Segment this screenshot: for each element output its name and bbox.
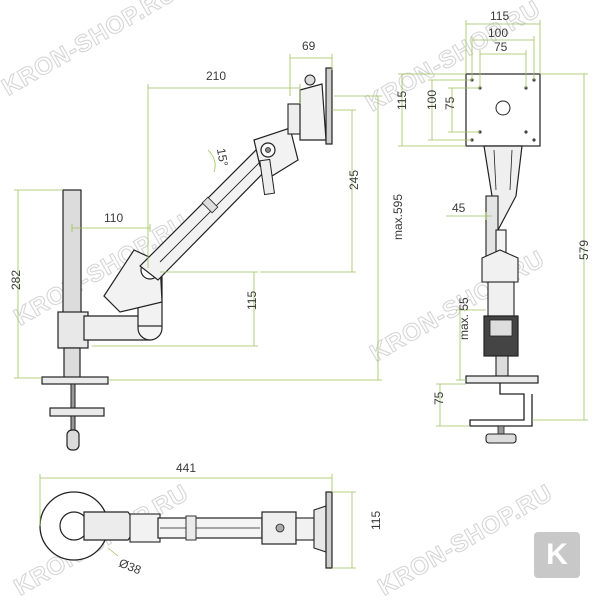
side-pole: [62, 189, 82, 319]
top-view: [39, 491, 333, 569]
top-head-bracket: [295, 517, 315, 541]
front-view-labels: 115 100 75 115 100 75 45 579 max. 55 75: [395, 9, 591, 405]
dim-top-plate-height: 115: [369, 511, 383, 530]
brand-logo: K: [534, 532, 580, 578]
top-head-mount: [313, 505, 327, 553]
front-arm-column: [483, 145, 523, 232]
dim-column-width: 45: [452, 201, 466, 215]
dim-arm-reach: 210: [206, 69, 226, 83]
top-cable-clip: [185, 515, 197, 541]
dim-pole-diameter: Ø38: [117, 556, 144, 578]
top-view-dimensions: [39, 474, 356, 569]
front-riser: [487, 281, 515, 317]
dim-arm-angle: 15°: [214, 147, 231, 168]
side-view: [41, 67, 333, 451]
front-clamp-arm: [469, 383, 533, 427]
dim-upper-height: 245: [347, 170, 361, 190]
side-pole-stem: [63, 347, 81, 379]
front-elbow: [481, 249, 519, 283]
side-clamp-bar: [49, 407, 105, 417]
dim-plate-height: 115: [395, 91, 409, 110]
side-view-dimensions: [14, 54, 382, 381]
front-clamp-knob: [485, 433, 517, 444]
front-vesa-hole-br2: [524, 130, 528, 134]
dim-vesa-100-vertical: 100: [425, 90, 439, 110]
brand-logo-letter: K: [546, 538, 568, 571]
side-vesa-plate: [325, 67, 333, 145]
top-riser: [129, 513, 161, 543]
dim-top-offset: 69: [302, 39, 316, 53]
dim-pole-height: 282: [9, 270, 23, 290]
side-cable-clip: [201, 196, 219, 214]
front-view: [465, 73, 541, 444]
side-head-knob: [304, 74, 316, 86]
top-vesa-plate: [325, 491, 333, 569]
top-head-bolt: [275, 523, 285, 533]
dim-lower-height: 115: [245, 291, 259, 310]
dim-vesa-100: 100: [488, 26, 508, 40]
dim-vesa-75: 75: [494, 40, 508, 54]
dim-vesa-75-vertical: 75: [443, 96, 457, 110]
front-desk-plate: [465, 375, 539, 384]
top-lower-arm: [83, 511, 135, 541]
dim-total-height: 579: [577, 240, 591, 260]
side-upper-joint-bolt: [265, 147, 271, 153]
side-desk-plate: [41, 376, 109, 385]
dim-clamp-depth: 75: [432, 391, 446, 405]
front-vesa-hole-br: [532, 138, 536, 142]
side-head-bracket: [299, 83, 327, 141]
dim-plate-width: 115: [490, 9, 509, 23]
side-clamp-screw: [70, 383, 76, 411]
watermark-bottom-right: KRON-SHOP.RU: [374, 479, 558, 600]
side-view-labels: 69 210 15° 282 110 115 245 max.595: [9, 39, 405, 310]
front-stem: [495, 355, 509, 377]
watermark-top-left: KRON-SHOP.RU: [0, 0, 182, 101]
dim-max-height: max.595: [391, 194, 405, 240]
dim-pole-to-joint: 110: [104, 211, 123, 225]
side-clamp-knob: [66, 429, 80, 451]
dim-total-length: 441: [176, 461, 196, 475]
dim-max-clamp: max. 55: [457, 297, 471, 340]
side-tilt-lever: [259, 158, 276, 196]
front-view-dimensions: [398, 20, 588, 427]
front-collar-face: [489, 319, 513, 337]
front-vesa-plate: [465, 73, 541, 147]
front-vesa-center: [495, 100, 511, 116]
